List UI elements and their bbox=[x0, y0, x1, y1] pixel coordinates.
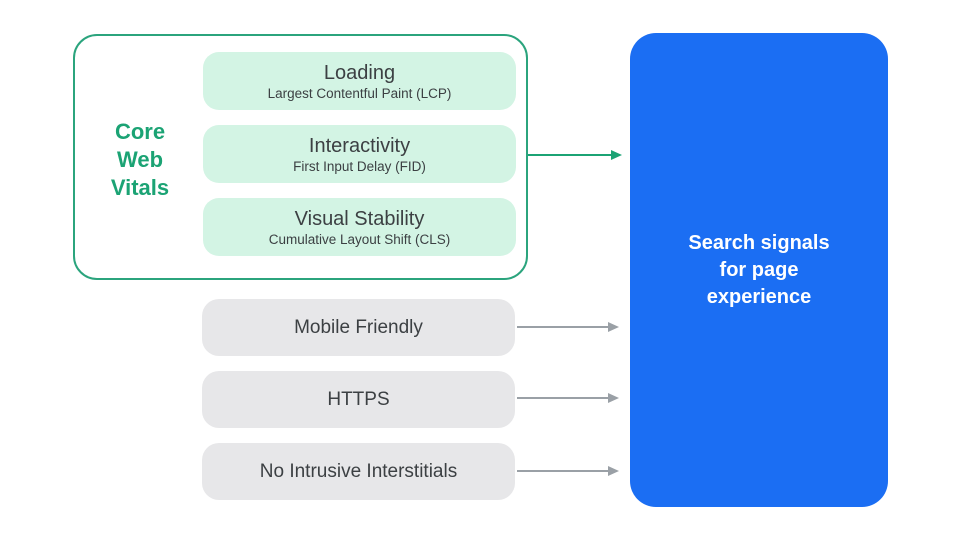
signal-card-https: HTTPS bbox=[202, 371, 515, 428]
signal-label: Mobile Friendly bbox=[294, 316, 423, 338]
metric-card-loading: Loading Largest Contentful Paint (LCP) bbox=[203, 52, 516, 110]
arrow-right-icon bbox=[608, 393, 619, 403]
search-signals-label-line: experience bbox=[706, 285, 812, 308]
search-signals-label-line: Search signals bbox=[688, 231, 830, 254]
arrow-shaft bbox=[528, 154, 611, 156]
metric-subtitle: Cumulative Layout Shift (CLS) bbox=[268, 231, 451, 247]
core-web-vitals-label-line: Core bbox=[114, 119, 166, 144]
signal-label: No Intrusive Interstitials bbox=[259, 460, 458, 482]
arrow-shaft bbox=[517, 470, 608, 472]
metric-card-visual-stability: Visual Stability Cumulative Layout Shift… bbox=[203, 198, 516, 256]
metric-subtitle: Largest Contentful Paint (LCP) bbox=[267, 85, 452, 101]
arrow-shaft bbox=[517, 397, 608, 399]
arrow-right-icon bbox=[608, 466, 619, 476]
metric-title: Visual Stability bbox=[294, 207, 425, 230]
no-intrusive-interstitials-arrow bbox=[517, 466, 619, 476]
metric-title: Loading bbox=[323, 61, 396, 84]
search-signals-label-line: for page bbox=[719, 258, 799, 281]
arrow-shaft bbox=[517, 326, 608, 328]
metric-title: Interactivity bbox=[308, 134, 411, 157]
arrow-right-icon bbox=[611, 150, 622, 160]
search-signals-panel: Search signals for page experience bbox=[630, 33, 888, 507]
metric-card-interactivity: Interactivity First Input Delay (FID) bbox=[203, 125, 516, 183]
metric-subtitle: First Input Delay (FID) bbox=[293, 158, 426, 174]
core-web-vitals-label-line: Web bbox=[116, 147, 164, 172]
arrow-right-icon bbox=[608, 322, 619, 332]
mobile-friendly-arrow bbox=[517, 322, 619, 332]
core-web-vitals-label-line: Vitals bbox=[110, 175, 170, 200]
core-web-vitals-label: Core Web Vitals bbox=[88, 118, 192, 202]
signal-label: HTTPS bbox=[327, 388, 390, 410]
signal-card-no-intrusive-interstitials: No Intrusive Interstitials bbox=[202, 443, 515, 500]
core-web-vitals-arrow bbox=[528, 150, 622, 160]
https-arrow bbox=[517, 393, 619, 403]
signal-card-mobile-friendly: Mobile Friendly bbox=[202, 299, 515, 356]
